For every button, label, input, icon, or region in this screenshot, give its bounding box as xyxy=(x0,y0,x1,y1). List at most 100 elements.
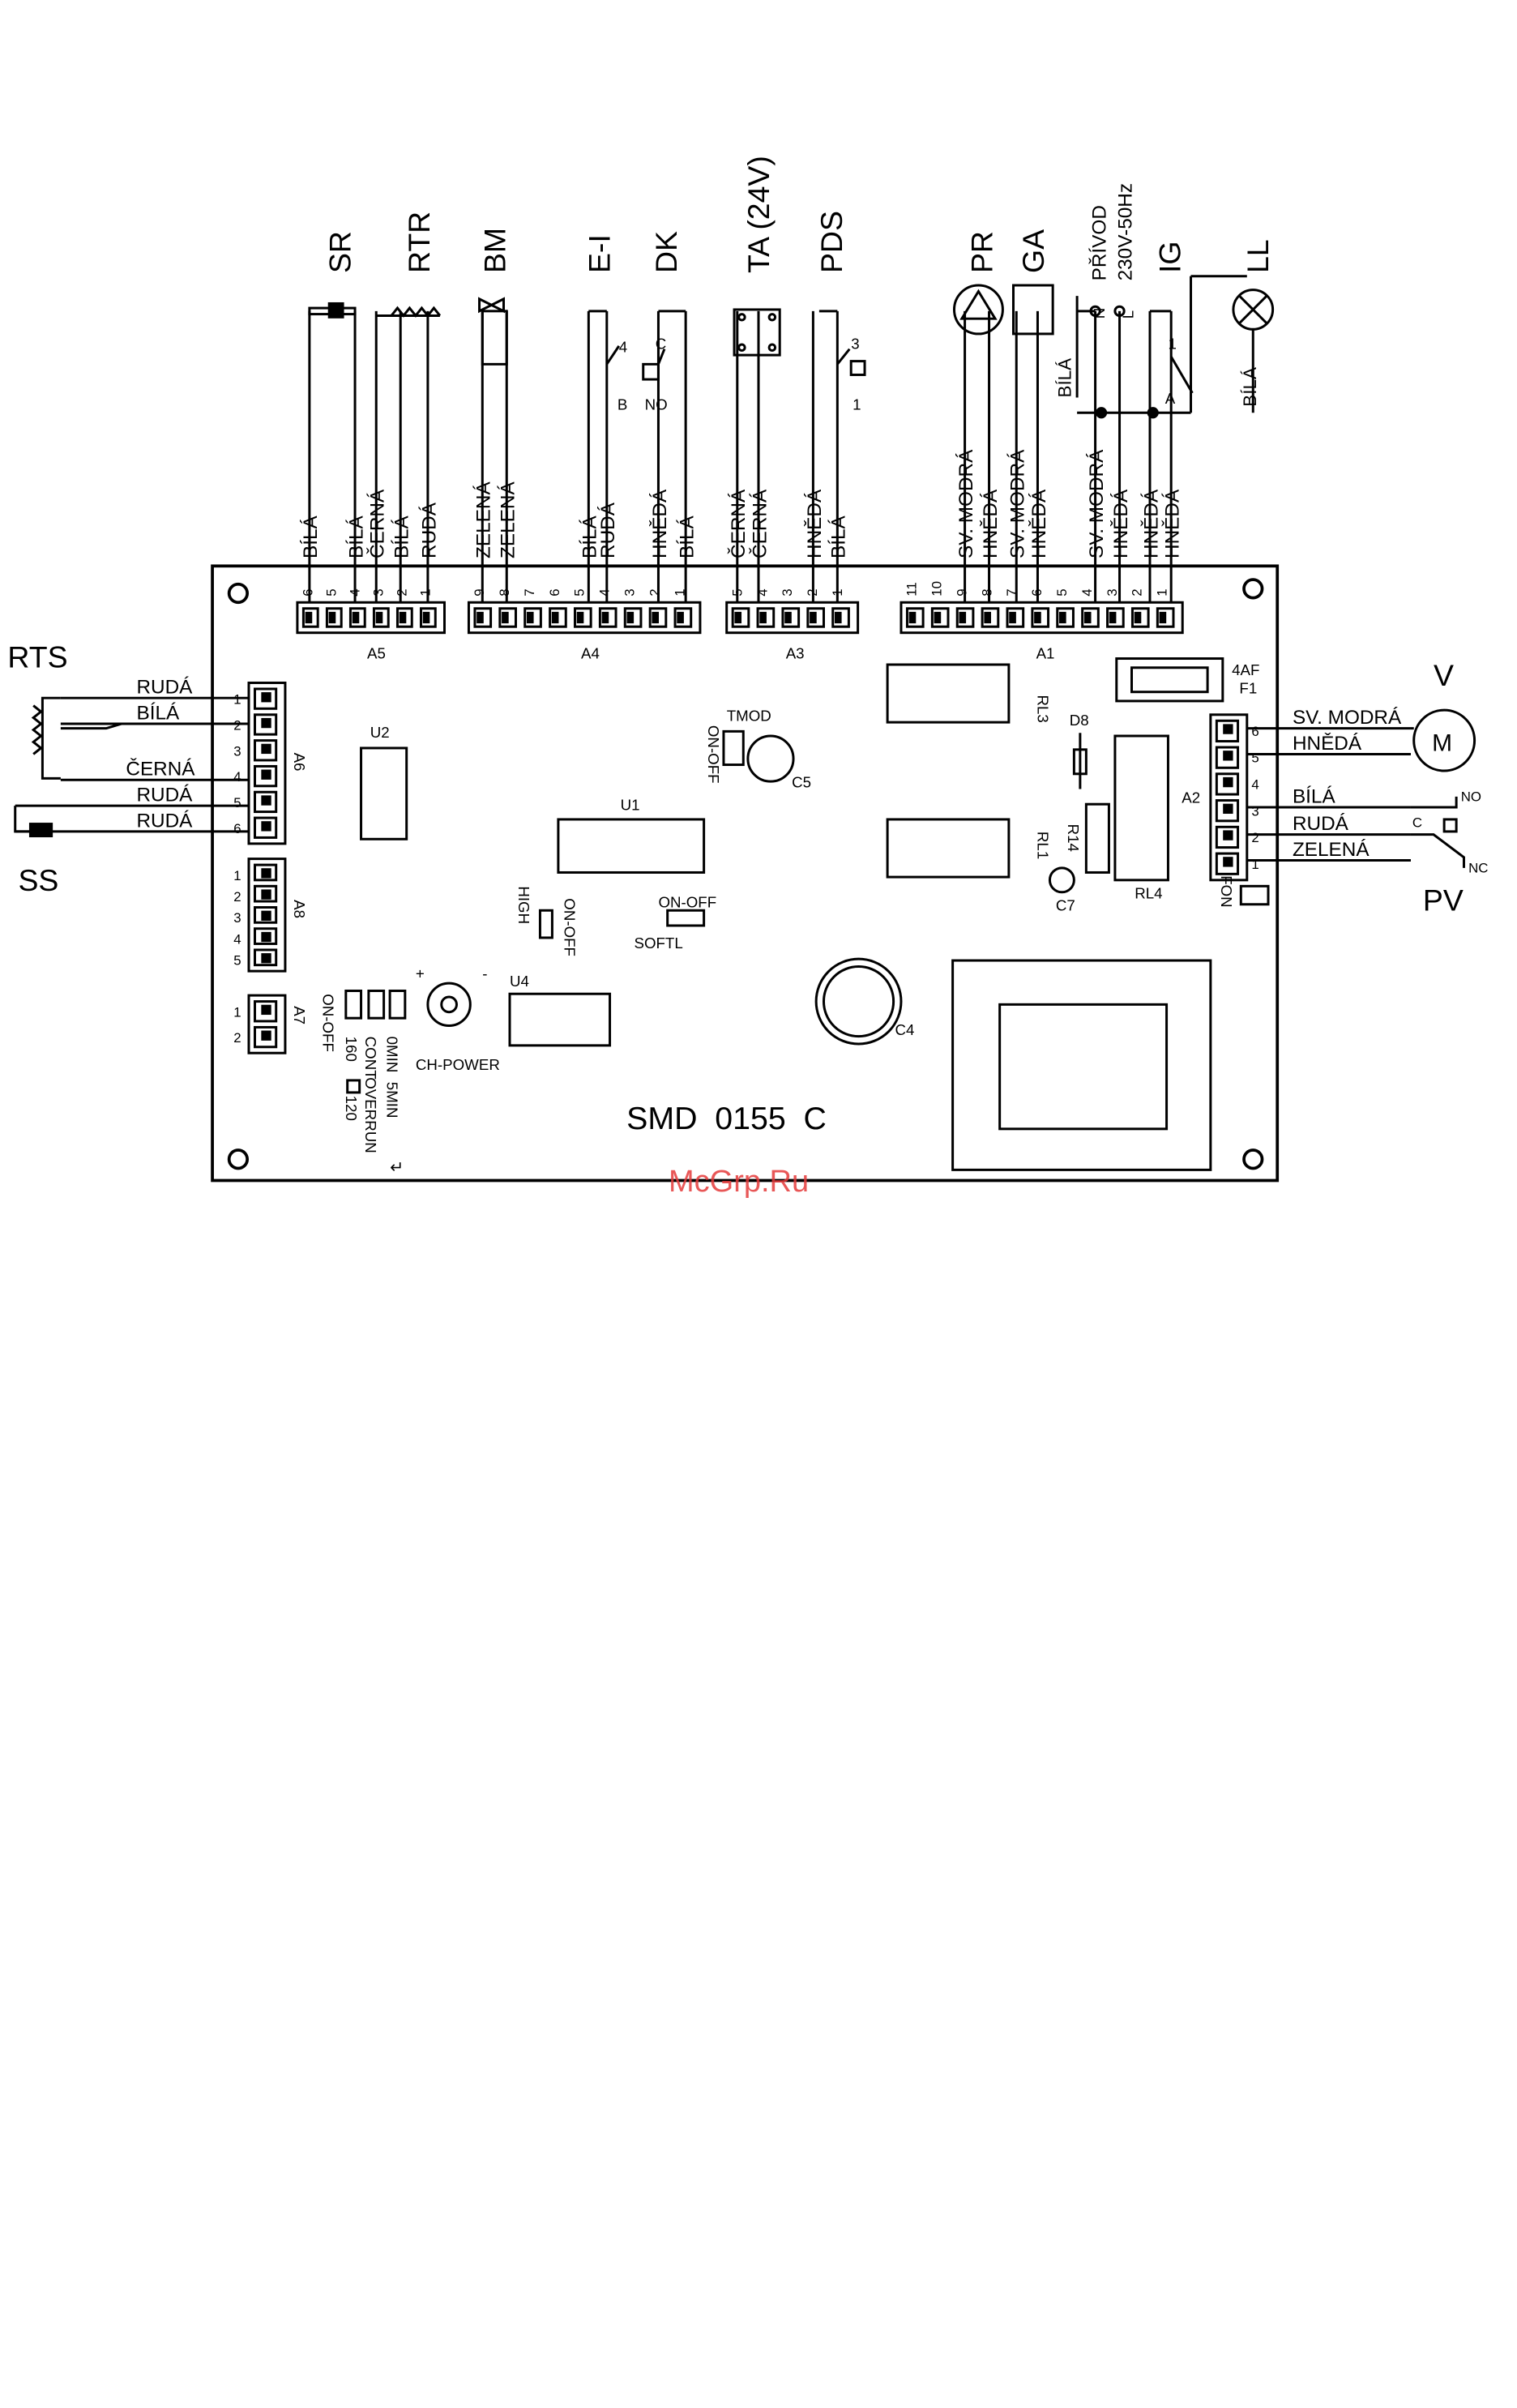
tmod-label: TMOD xyxy=(727,707,771,724)
connector-name-a8: A8 xyxy=(291,900,308,918)
connector-pin xyxy=(1031,607,1050,628)
connector-pin-contact xyxy=(1159,611,1167,624)
resistor-r14 xyxy=(1084,802,1110,874)
pin-number: 2 xyxy=(805,588,820,596)
fon-label: FON xyxy=(1218,875,1235,907)
connector-pin-contact xyxy=(934,611,942,624)
bm-valve xyxy=(478,297,506,314)
device-label-dk: DK xyxy=(649,231,683,273)
right-wire-label: HNĚDÁ xyxy=(1293,733,1362,755)
privod-l-terminal xyxy=(1113,305,1126,317)
connector-pin xyxy=(325,607,343,628)
ch-power-pot-center xyxy=(440,995,458,1014)
connector-pin-contact xyxy=(352,611,360,624)
pin-number: 5 xyxy=(233,953,241,969)
top-wire-label: HNĚDÁ xyxy=(1028,489,1050,558)
resistor-ref: R14 xyxy=(1065,824,1082,852)
connector-pin-contact xyxy=(959,611,967,624)
ss-label: SS xyxy=(18,863,58,897)
ga-gas-valve xyxy=(1011,284,1054,336)
connector-pin-contact xyxy=(261,795,271,806)
connector-pin xyxy=(253,713,278,736)
pin-number: 5 xyxy=(572,588,588,596)
relay-ref: RL1 xyxy=(1034,832,1051,859)
connector-name-a2: A2 xyxy=(1182,789,1200,806)
ch-power-label: CH-POWER xyxy=(416,1056,500,1073)
connector-pin xyxy=(806,607,825,628)
connector-pin-contact xyxy=(1223,776,1233,788)
jumper-label: 120 xyxy=(343,1096,360,1121)
top-wire-label: BÍLÁ xyxy=(828,515,850,558)
top-device-labels: SR RTR BM E-I DK TA (24V) PDS PR GA PŘÍV… xyxy=(323,156,1275,280)
connector-pin-contact xyxy=(1059,611,1066,624)
v-fan-motor xyxy=(1412,708,1476,772)
rts-loop xyxy=(41,696,61,780)
left-wire-label: RUDÁ xyxy=(136,677,193,699)
jumper-label: ON-OFF xyxy=(320,994,337,1052)
device-label-bm: BM xyxy=(477,228,511,273)
connector-name-a6: A6 xyxy=(291,753,308,772)
cap-c4-inner xyxy=(822,965,895,1038)
connector-pin xyxy=(1006,607,1025,628)
cap-ref: C5 xyxy=(792,774,811,791)
cap-ref: C4 xyxy=(895,1021,914,1038)
softl-label: SOFTL xyxy=(634,935,682,952)
pv-switch xyxy=(1410,833,1465,868)
pin-number: 7 xyxy=(1004,588,1019,596)
device-label-pr: PR xyxy=(964,231,998,273)
connector-pin xyxy=(573,607,592,628)
ch-power-pot xyxy=(426,982,472,1028)
connector-pin-contact xyxy=(1009,611,1016,624)
connector-pin xyxy=(781,607,801,628)
pin-number: 1 xyxy=(1251,857,1258,872)
connector-pin-contact xyxy=(834,611,842,624)
dk-switch-box xyxy=(642,362,660,381)
contact-label: 1 xyxy=(853,396,861,413)
rts-resistor xyxy=(31,704,43,755)
pin-number: 3 xyxy=(233,910,241,926)
pv-no xyxy=(1410,796,1458,809)
contact-label: L xyxy=(1119,310,1136,319)
connector-pin xyxy=(1215,772,1240,796)
connector-a5 xyxy=(296,601,446,635)
pin-number: 6 xyxy=(1029,588,1045,596)
pin-number: 1 xyxy=(233,692,241,708)
switch-label: NO xyxy=(1461,789,1481,804)
ta-thermostat xyxy=(733,308,781,357)
connector-pin-contact xyxy=(399,611,407,624)
connector-pin-contact xyxy=(261,910,271,921)
top-wire-label: RUDÁ xyxy=(418,502,440,558)
connector-pin-contact xyxy=(677,611,684,624)
ll-lamp-cross xyxy=(1238,295,1268,324)
ta-terminal xyxy=(767,313,777,322)
fuse-rating: 4AF xyxy=(1232,661,1259,678)
top-wire-label: ZELENÁ xyxy=(498,481,519,558)
top-wire-label: HNĚDÁ xyxy=(1162,489,1184,558)
v-label: V xyxy=(1434,658,1454,692)
pot-plus: + xyxy=(416,965,425,982)
connector-name-a4: A4 xyxy=(581,645,600,662)
top-wire-label: BÍLÁ xyxy=(300,515,322,558)
mount-hole xyxy=(1242,1148,1264,1170)
ic-u2 xyxy=(360,746,408,840)
pin-number: 5 xyxy=(729,588,745,596)
connector-pin xyxy=(549,607,567,628)
pds-switch xyxy=(836,348,851,366)
board-model: SMD 0155 C xyxy=(626,1101,827,1136)
connector-pin-contact xyxy=(261,868,271,879)
ta-terminal xyxy=(767,343,777,352)
pin-number: 3 xyxy=(1105,588,1120,596)
device-label-privod: PŘÍVOD xyxy=(1089,205,1111,280)
mount-hole xyxy=(227,582,250,605)
pin-number: 4 xyxy=(1251,777,1258,793)
pin-number: 4 xyxy=(1079,588,1095,596)
mount-hole xyxy=(227,1148,250,1170)
right-side: V M PV SV. MODRÁ HNĚDÁ BÍLÁ RUDÁ ZELENÁ … xyxy=(1293,658,1488,917)
device-label-pds: PDS xyxy=(814,211,848,273)
top-wire-label: SV. MODRÁ xyxy=(1086,449,1108,558)
rts-label: RTS xyxy=(7,640,67,674)
pot-minus: - xyxy=(482,965,487,982)
pr-pump-triangle xyxy=(959,289,998,320)
relay-ref: RL3 xyxy=(1034,695,1051,722)
